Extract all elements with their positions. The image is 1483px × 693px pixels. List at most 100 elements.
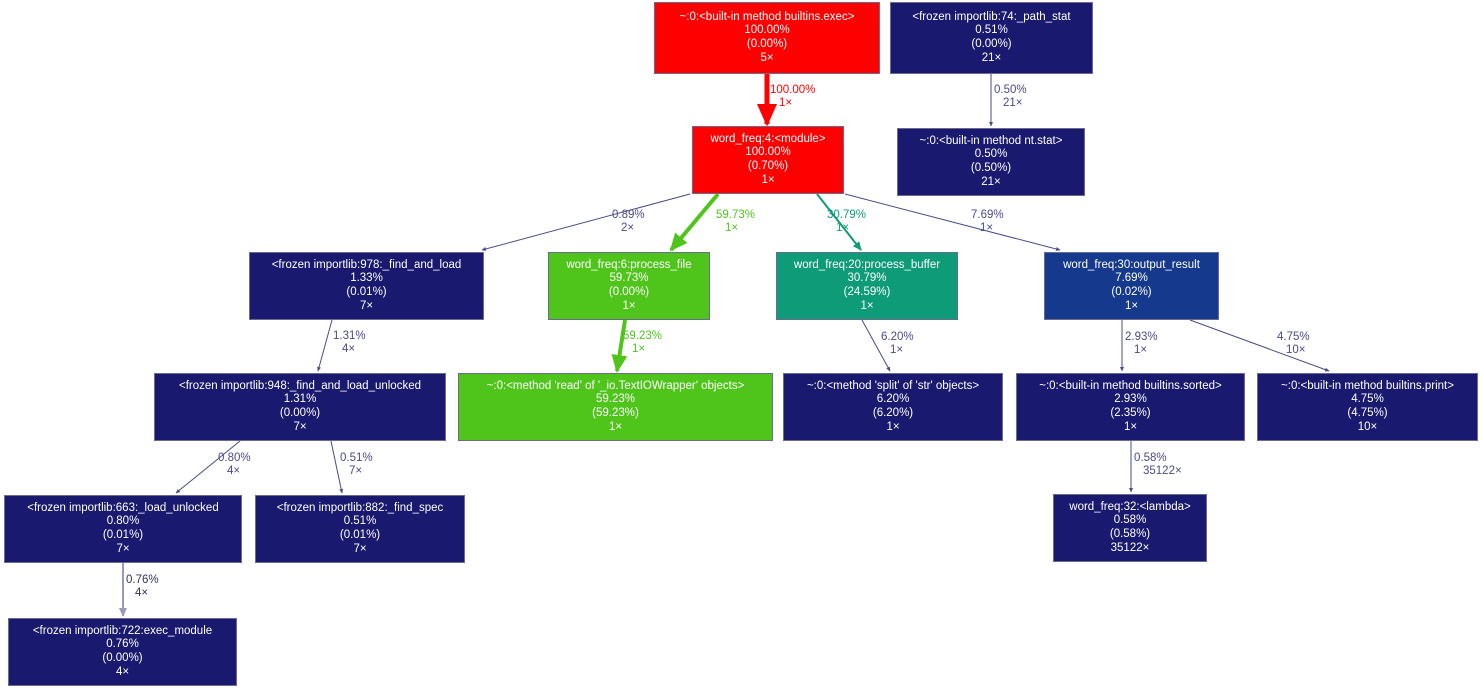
- edge-label-load_unlocked-to-exec_module: 0.76%4×: [126, 574, 159, 600]
- node-function-label: word_freq:20:process_buffer: [793, 258, 941, 271]
- graph-node-word_freq_module[interactable]: word_freq:4:<module>100.00%(0.70%)1×: [692, 126, 844, 194]
- edge-label-find_and_load_unlocked-to-find_spec: 0.51%7×: [340, 452, 373, 478]
- node-call-count: 4×: [115, 665, 130, 678]
- graph-node-find_and_load_unlocked[interactable]: <frozen importlib:948:_find_and_load_unl…: [154, 373, 446, 441]
- edge-label-output_result-to-builtins_sorted: 2.93%1×: [1125, 331, 1158, 357]
- edge-callcount: 35122×: [1143, 465, 1182, 478]
- node-call-count: 1×: [1124, 299, 1139, 312]
- node-total-percent: 4.75%: [1351, 393, 1384, 406]
- node-self-percent: (0.00%): [608, 286, 650, 298]
- node-call-count: 7×: [353, 542, 367, 555]
- node-self-percent: (6.20%): [872, 407, 914, 419]
- edge-percent: 2.93%: [1125, 331, 1158, 343]
- node-total-percent: 0.51%: [975, 24, 1008, 37]
- node-call-count: 7×: [359, 299, 374, 312]
- node-function-label: ~:0:<built-in method builtins.print>: [1281, 379, 1454, 392]
- graph-edge-find_and_load-to-find_and_load_unlocked: [317, 319, 333, 372]
- edge-callcount: 7×: [349, 465, 363, 478]
- node-self-percent: (0.01%): [102, 529, 144, 541]
- edge-label-find_and_load_unlocked-to-load_unlocked: 0.80%4×: [218, 452, 251, 478]
- graph-edge-word_freq_module-to-output_result: [844, 193, 1061, 251]
- edge-percent: 59.23%: [623, 330, 663, 342]
- node-total-percent: 1.33%: [350, 272, 383, 285]
- node-function-label: word_freq:32:<lambda>: [1069, 500, 1191, 513]
- node-self-percent: (0.50%): [970, 162, 1012, 174]
- edge-percent: 4.75%: [1277, 331, 1310, 343]
- edge-label-word_freq_module-to-process_file: 59.73%1×: [716, 209, 755, 235]
- node-function-label: ~:0:<built-in method builtins.exec>: [679, 10, 855, 23]
- edge-percent: 0.89%: [612, 209, 645, 221]
- edge-label-path_stat-to-nt_stat: 0.50%21×: [994, 84, 1027, 110]
- edge-callcount: 4×: [135, 587, 149, 600]
- graph-node-builtins_sorted[interactable]: ~:0:<built-in method builtins.sorted>2.9…: [1016, 373, 1245, 441]
- node-total-percent: 100.00%: [744, 24, 790, 37]
- edge-label-output_result-to-builtins_print: 4.75%10×: [1277, 331, 1310, 357]
- edge-callcount: 2×: [621, 222, 635, 235]
- node-total-percent: 30.79%: [847, 272, 887, 285]
- edge-percent: 0.50%: [994, 84, 1027, 96]
- node-call-count: 1×: [860, 299, 874, 312]
- node-total-percent: 6.20%: [876, 393, 910, 406]
- edge-callcount: 1×: [1134, 344, 1148, 357]
- graph-node-lambda32[interactable]: word_freq:32:<lambda>0.58%(0.58%)35122×: [1053, 494, 1207, 562]
- node-function-label: word_freq:30:output_result: [1063, 258, 1200, 271]
- node-self-percent: (0.01%): [346, 286, 387, 298]
- node-call-count: 1×: [1123, 420, 1138, 433]
- edge-percent: 0.80%: [218, 452, 251, 464]
- node-call-count: 1×: [608, 420, 623, 433]
- edge-callcount: 10×: [1286, 344, 1306, 357]
- node-function-label: <frozen importlib:74:_path_stat: [912, 10, 1071, 23]
- node-self-percent: (4.75%): [1347, 407, 1388, 419]
- node-total-percent: 2.93%: [1114, 393, 1147, 406]
- graph-node-textio_read[interactable]: ~:0:<method 'read' of '_io.TextIOWrapper…: [458, 373, 773, 441]
- node-self-percent: (0.58%): [1109, 528, 1151, 540]
- node-total-percent: 0.50%: [974, 148, 1008, 161]
- edge-percent: 1.31%: [333, 330, 366, 342]
- graph-edge-word_freq_module-to-process_file: [669, 192, 720, 252]
- edge-percent: 30.79%: [827, 209, 867, 221]
- edge-label-find_and_load-to-find_and_load_unlocked: 1.31%4×: [333, 330, 366, 356]
- edge-label-process_file-to-textio_read: 59.23%1×: [623, 330, 662, 356]
- graph-node-nt_stat[interactable]: ~:0:<built-in method nt.stat>0.50%(0.50%…: [897, 128, 1085, 196]
- node-call-count: 10×: [1357, 420, 1378, 433]
- node-function-label: word_freq:4:<module>: [710, 132, 826, 145]
- node-call-count: 21×: [981, 51, 1002, 64]
- graph-node-builtins_print[interactable]: ~:0:<built-in method builtins.print>4.75…: [1257, 373, 1478, 441]
- node-function-label: ~:0:<built-in method builtins.sorted>: [1039, 379, 1222, 392]
- node-self-percent: (0.00%): [746, 38, 788, 50]
- node-self-percent: (0.02%): [1111, 286, 1152, 298]
- node-call-count: 7×: [116, 542, 130, 555]
- node-function-label: <frozen importlib:978:_find_and_load: [271, 258, 462, 271]
- graph-edge-word_freq_module-to-find_and_load: [481, 193, 691, 251]
- node-total-percent: 0.76%: [106, 638, 139, 651]
- edge-callcount: 1×: [890, 344, 904, 357]
- node-self-percent: (0.70%): [747, 160, 789, 172]
- node-total-percent: 0.51%: [343, 515, 377, 528]
- node-call-count: 35122×: [1110, 541, 1150, 554]
- edge-callcount: 1×: [836, 222, 850, 235]
- node-self-percent: (0.00%): [102, 652, 143, 664]
- node-total-percent: 0.58%: [1113, 514, 1147, 527]
- edge-percent: 6.20%: [881, 331, 914, 343]
- node-total-percent: 0.80%: [106, 515, 140, 528]
- edge-percent: 0.51%: [340, 452, 373, 464]
- edge-label-word_freq_module-to-find_and_load: 0.89%2×: [612, 209, 645, 235]
- edge-label-word_freq_module-to-output_result: 7.69%1×: [971, 209, 1004, 235]
- graph-node-str_split[interactable]: ~:0:<method 'split' of 'str' objects>6.2…: [783, 373, 1003, 441]
- graph-node-builtins_exec[interactable]: ~:0:<built-in method builtins.exec>100.0…: [654, 2, 880, 74]
- edge-callcount: 4×: [342, 343, 356, 356]
- node-function-label: <frozen importlib:882:_find_spec: [276, 501, 444, 514]
- node-total-percent: 59.73%: [609, 272, 649, 285]
- node-function-label: ~:0:<method 'read' of '_io.TextIOWrapper…: [486, 379, 745, 392]
- node-total-percent: 59.23%: [595, 393, 635, 406]
